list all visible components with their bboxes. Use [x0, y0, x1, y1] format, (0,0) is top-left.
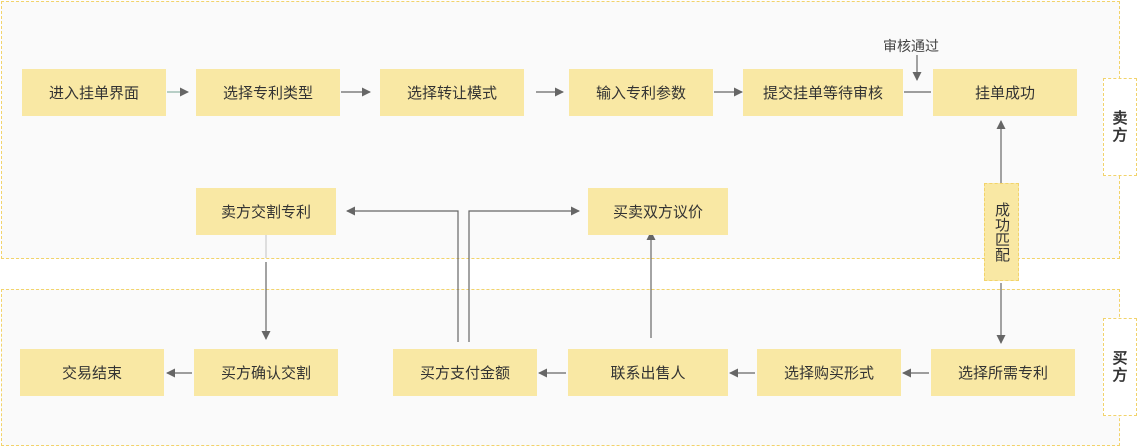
- step-select-needed-patent: 选择所需专利: [931, 349, 1075, 396]
- step-seller-deliver-patent: 卖方交割专利: [196, 188, 336, 235]
- step-buyer-confirm-delivery: 买方确认交割: [194, 349, 338, 396]
- arrow-pay-to-negotiate: [468, 206, 580, 342]
- step-contact-seller: 联系出售人: [568, 349, 728, 396]
- buyer-lane-label: 买方: [1103, 318, 1137, 416]
- step-select-patent-type: 选择专利类型: [196, 69, 340, 116]
- step-enter-listing: 进入挂单界面: [22, 69, 166, 116]
- step-select-purchase-method: 选择购买形式: [757, 349, 901, 396]
- step-transaction-end: 交易结束: [20, 349, 164, 396]
- seller-lane: [1, 1, 1120, 259]
- step-input-patent-params: 输入专利参数: [569, 69, 713, 116]
- arrow-pay-to-deliver: [346, 206, 459, 342]
- step-negotiate-price: 买卖双方议价: [588, 188, 728, 235]
- step-listing-success: 挂单成功: [933, 69, 1077, 116]
- step-buyer-pay-amount: 买方支付金额: [393, 349, 537, 396]
- match-success-label: 成功匹配: [984, 183, 1019, 281]
- seller-lane-label: 卖方: [1103, 78, 1137, 176]
- step-select-transfer-mode: 选择转让模式: [380, 69, 524, 116]
- review-passed-note: 审核通过: [883, 39, 939, 55]
- step-submit-for-review: 提交挂单等待审核: [743, 69, 903, 116]
